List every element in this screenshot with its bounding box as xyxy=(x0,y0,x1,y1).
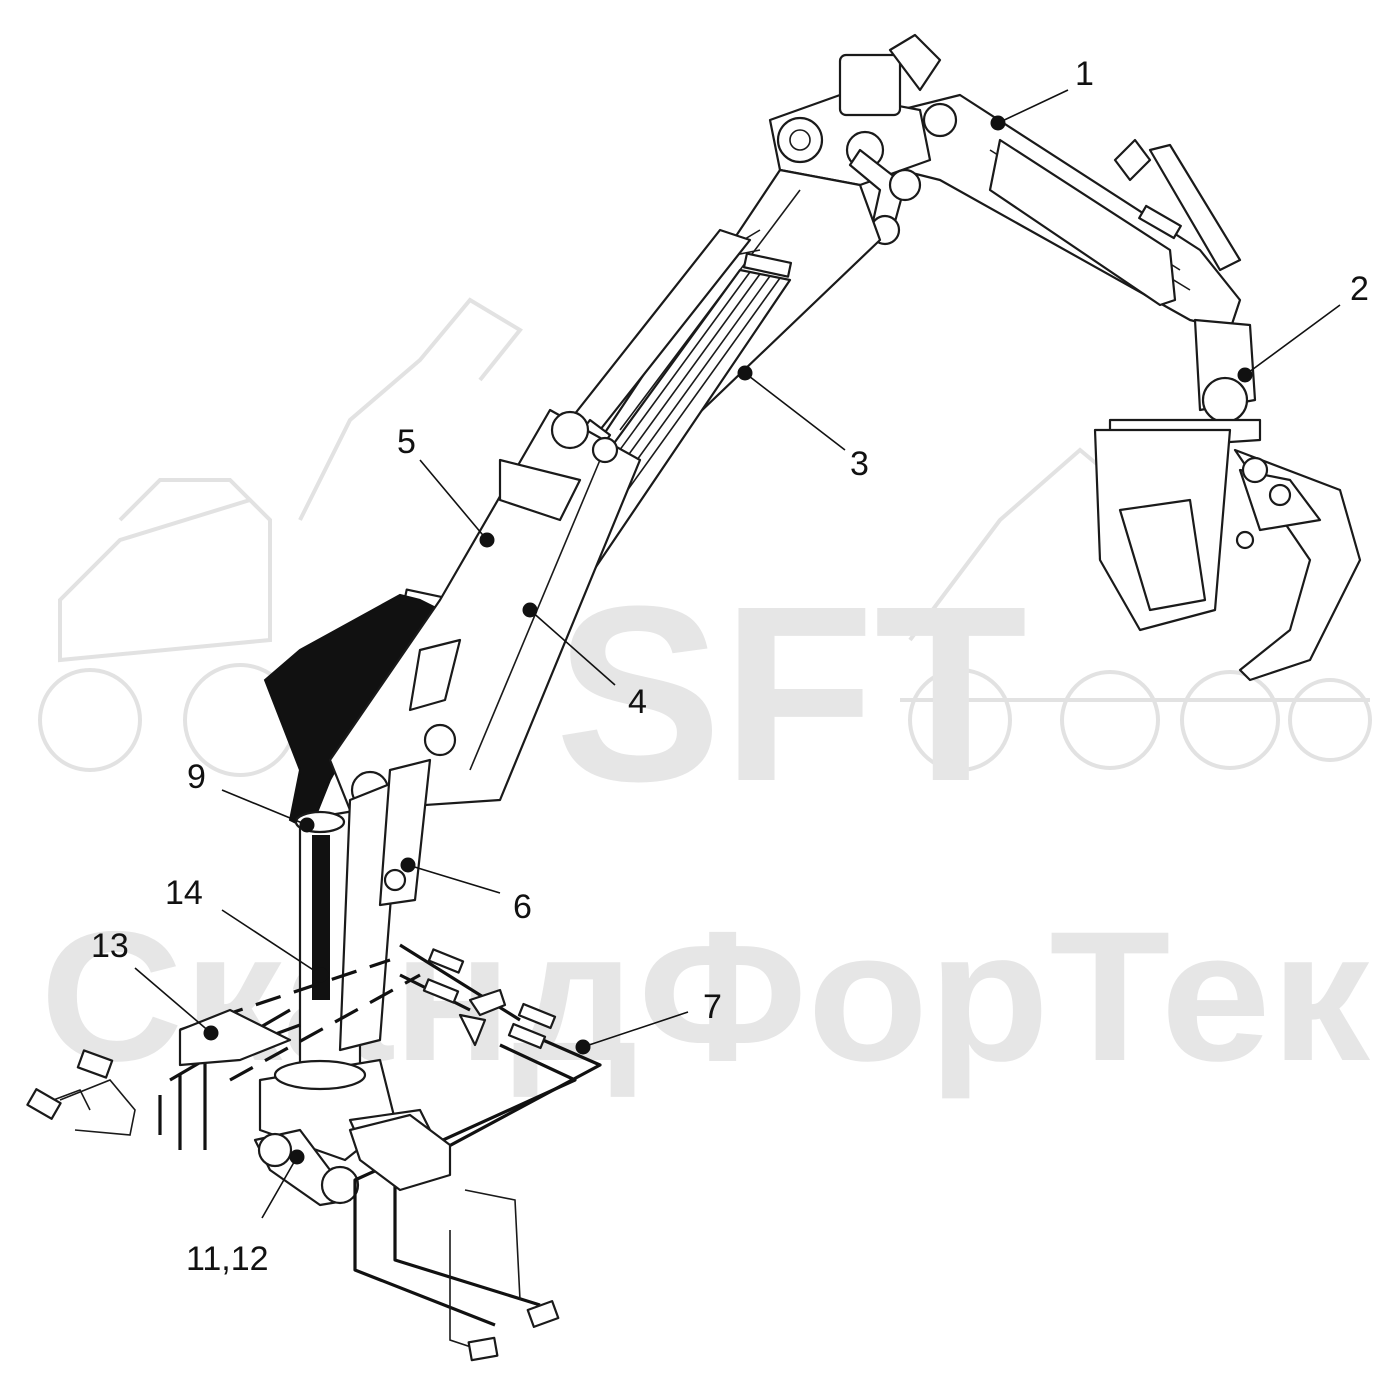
hydraulic-lines xyxy=(26,943,602,1362)
callout-dot-5 xyxy=(479,532,495,548)
callout-label-2: 2 xyxy=(1350,270,1369,308)
callout-label-3: 3 xyxy=(850,445,869,483)
watermark-company-text: СкандФорТек xyxy=(40,894,1370,1100)
callout-label-1: 1 xyxy=(1075,55,1094,93)
callout-dot-13 xyxy=(203,1025,219,1041)
callout-labels: 1 2 3 4 5 6 7 9 11,12 13 14 xyxy=(91,55,1369,1278)
callout-dots xyxy=(203,115,1253,1165)
callout-dot-2 xyxy=(1237,367,1253,383)
callout-label-9: 9 xyxy=(187,758,206,796)
outer-boom xyxy=(878,93,1242,332)
callout-label-6: 6 xyxy=(513,888,532,926)
callout-dot-14 xyxy=(313,967,329,983)
callout-dot-9 xyxy=(299,817,315,833)
grapple xyxy=(1093,318,1362,682)
callout-dot-3 xyxy=(737,365,753,381)
callout-dot-6 xyxy=(400,857,416,873)
crane-column xyxy=(294,758,432,1082)
callout-dot-7 xyxy=(575,1039,591,1055)
boom-linkage xyxy=(768,33,958,246)
callout-dot-1 xyxy=(990,115,1006,131)
callout-label-13: 13 xyxy=(91,927,129,965)
callout-label-11-12: 11,12 xyxy=(186,1240,269,1278)
callout-label-14: 14 xyxy=(165,874,203,912)
crane-drawing xyxy=(26,33,1362,1362)
callout-label-4: 4 xyxy=(628,683,647,721)
watermark: SFT СкандФорТек xyxy=(38,297,1372,1100)
leader-lines xyxy=(134,89,1341,1219)
watermark-logo-text: SFT xyxy=(555,554,1027,833)
watermark-tractor-left-icon xyxy=(38,297,523,777)
inner-boom xyxy=(328,408,642,812)
callout-dot-4 xyxy=(522,602,538,618)
callout-dot-11-12 xyxy=(289,1149,305,1165)
callout-label-5: 5 xyxy=(397,423,416,461)
callout-label-7: 7 xyxy=(703,988,722,1026)
